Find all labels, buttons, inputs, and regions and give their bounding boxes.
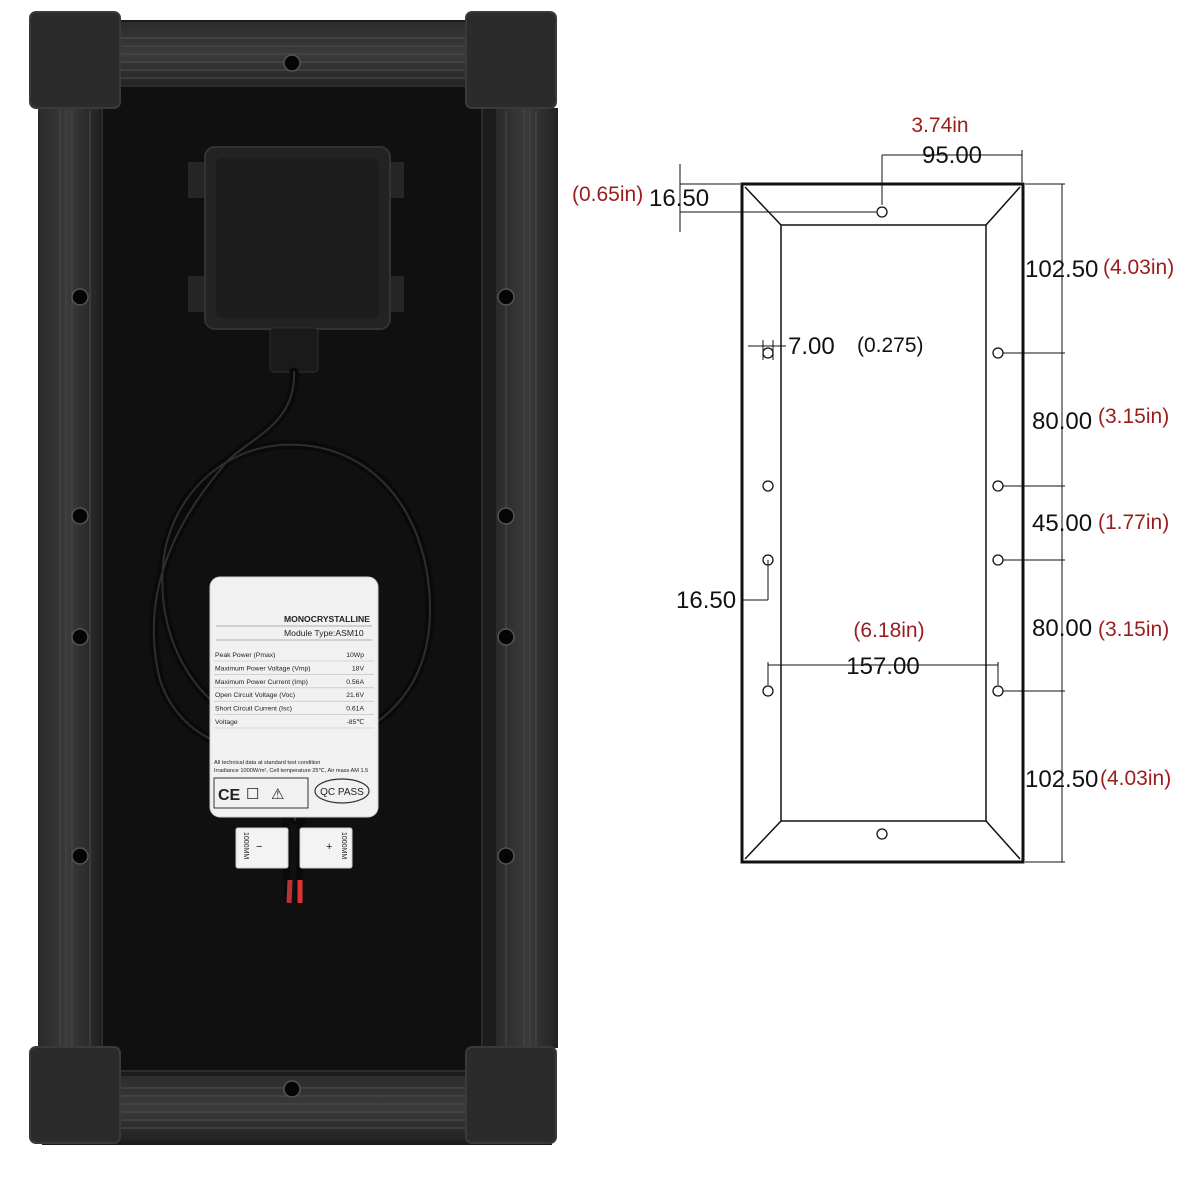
spec-value: 0.61A — [346, 706, 364, 713]
spec-name: Maximum Power Voltage (Vmp) — [215, 665, 311, 672]
dimension-drawing: 3.74in 95.00 (0.65in) 16.50 7.00 (0.275)… — [572, 114, 1174, 864]
spec-value: 10Wp — [346, 652, 364, 659]
spec-name: Open Circuit Voltage (Voc) — [215, 692, 295, 699]
corner-cap-bottom-right — [465, 1046, 557, 1144]
side-offset-mm: 16.50 — [676, 587, 736, 614]
top-offset-inch: (0.65in) — [572, 183, 643, 206]
frame-holes — [71, 54, 515, 1098]
junction-box — [188, 146, 404, 373]
right-dim-2-inch: (3.15in) — [1098, 405, 1169, 428]
spec-value: -85℃ — [347, 719, 365, 726]
right-dim-3-mm: 45.00 — [1032, 510, 1092, 537]
right-dim-4-mm: 80.00 — [1032, 615, 1092, 642]
tag-negative-sign: − — [256, 841, 262, 853]
spec-value: 0.56A — [346, 679, 364, 686]
hole-span-inch: (6.18in) — [853, 619, 924, 642]
product-label: MONOCRYSTALLINE Module Type:ASM10 Peak P… — [209, 576, 379, 818]
cable-tag-positive: + 1000MM — [299, 827, 353, 869]
corner-cap-bottom-left — [29, 1046, 121, 1144]
right-dim-3-inch: (1.77in) — [1098, 511, 1169, 534]
drawing-holes — [762, 206, 1004, 840]
spec-value: 18V — [352, 665, 365, 672]
spec-name: Maximum Power Current (Imp) — [215, 679, 308, 686]
top-width-inch: 3.74in — [911, 114, 968, 137]
qc-badge: QC PASS — [320, 787, 364, 798]
tag-positive-sign: + — [326, 841, 332, 853]
tag-positive-length: 1000MM — [340, 832, 347, 859]
frame-outline — [740, 182, 1025, 864]
solar-panel-photo: MONOCRYSTALLINE Module Type:ASM10 Peak P… — [29, 11, 558, 1145]
label-footnote-1: All technical data at standard test cond… — [214, 760, 320, 766]
label-footnote-2: Irradiance 1000W/m², Cell temperature 25… — [214, 768, 368, 774]
recycling-bin-icon: ⚠ — [271, 786, 284, 803]
label-brand-line: MONOCRYSTALLINE — [284, 614, 370, 624]
right-dim-1-inch: (4.03in) — [1103, 256, 1174, 279]
right-dim-5-mm: 102.50 — [1025, 766, 1098, 793]
right-dim-4-inch: (3.15in) — [1098, 618, 1169, 641]
spec-name: Voltage — [215, 719, 238, 726]
corner-cap-top-left — [29, 11, 121, 109]
spec-name: Short Circuit Current (Isc) — [215, 706, 292, 713]
tag-negative-length: 1000MM — [242, 832, 249, 859]
corner-cap-top-right — [465, 11, 557, 109]
dimension-lines — [679, 150, 1065, 863]
double-insulation-icon: ☐ — [246, 786, 259, 803]
right-dim-5-inch: (4.03in) — [1100, 767, 1171, 790]
cable-tip-negative — [286, 879, 293, 904]
top-width-mm: 95.00 — [922, 142, 982, 169]
qc-badge-outline — [314, 778, 370, 804]
ce-mark-icon: CE — [218, 787, 241, 804]
hole-dia-mm: 7.00 — [788, 333, 835, 360]
left-rail — [38, 108, 100, 1048]
inner-outline — [780, 224, 987, 822]
cable — [149, 367, 435, 904]
cable-tag-negative: − 1000MM — [235, 827, 289, 869]
spec-name: Peak Power (Pmax) — [215, 652, 275, 659]
spec-value: 21.6V — [346, 692, 364, 699]
right-dim-1-mm: 102.50 — [1025, 256, 1098, 283]
label-module-type: Module Type:ASM10 — [284, 628, 364, 638]
right-dim-2-mm: 80.00 — [1032, 408, 1092, 435]
frame-bevels — [744, 186, 1021, 860]
right-rail — [496, 108, 558, 1048]
hole-span-mm: 157.00 — [846, 653, 919, 680]
top-offset-mm: 16.50 — [649, 185, 709, 212]
hole-dia-inch: (0.275) — [857, 334, 924, 357]
